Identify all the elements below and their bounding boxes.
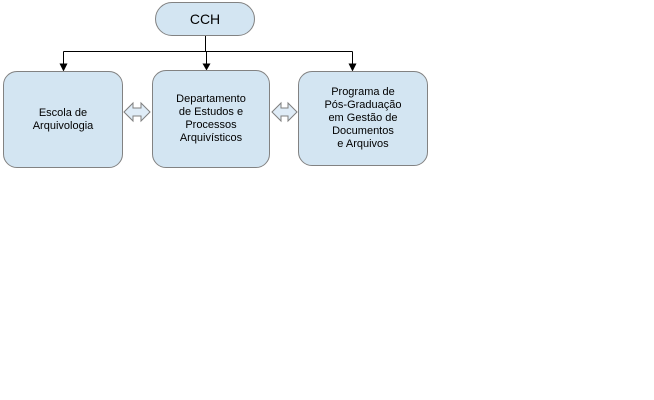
node-escola-de-arquivologia: Escola de Arquivologia [3, 71, 123, 168]
double-arrow-left-icon [123, 101, 151, 123]
node-cch: CCH [155, 2, 255, 36]
node-departamento-label: Departamento de Estudos e Processos Arqu… [176, 93, 246, 144]
node-programa-pos-graduacao-gestao-documentos-arquivos: Programa de Pós-Graduação em Gestão de D… [298, 71, 428, 166]
double-arrow-right-icon [271, 101, 298, 123]
node-departamento-estudos-processos-arquivisticos: Departamento de Estudos e Processos Arqu… [152, 70, 270, 168]
node-programa-label: Programa de Pós-Graduação em Gestão de D… [324, 86, 402, 150]
node-cch-label: CCH [189, 11, 221, 27]
node-escola-de-arquivologia-label: Escola de Arquivologia [32, 106, 94, 132]
